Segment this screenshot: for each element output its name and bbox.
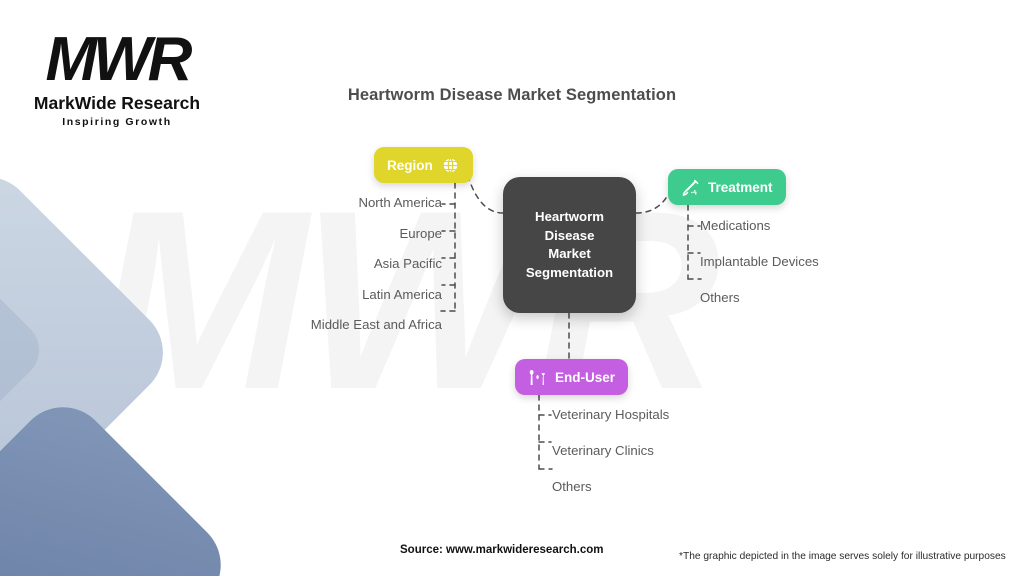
- branch-badge-treatment[interactable]: Treatment: [668, 169, 786, 205]
- logo-tagline: Inspiring Growth: [62, 116, 172, 128]
- leaf-list-treatment: Medications Implantable Devices Others: [700, 217, 819, 325]
- leaf-item[interactable]: Implantable Devices: [700, 254, 819, 269]
- leaf-item[interactable]: Others: [552, 479, 592, 494]
- logo-company-name: MarkWide Research: [33, 93, 201, 113]
- page-title: Heartworm Disease Market Segmentation: [347, 86, 677, 104]
- leaf-item[interactable]: Others: [700, 290, 740, 305]
- branch-badge-end-user[interactable]: End-User: [515, 359, 629, 395]
- center-node-label: Heartworm Disease Market Segmentation: [525, 209, 614, 280]
- leaf-item[interactable]: Latin America: [362, 286, 442, 302]
- connector-center-treatment: [635, 186, 673, 214]
- logo-mark: MWR: [45, 25, 193, 94]
- leaf-list-end-user: Veterinary Hospitals Veterinary Clinics …: [552, 406, 669, 514]
- leaf-item[interactable]: Middle East and Africa: [310, 317, 442, 332]
- leaf-item[interactable]: Veterinary Clinics: [552, 443, 654, 458]
- disclaimer-text: *The graphic depicted in the image serve…: [679, 551, 1006, 562]
- brand-logo: MWR MarkWide Research Inspiring Growth: [22, 25, 212, 129]
- branch-badge-region[interactable]: Region: [374, 147, 473, 183]
- leaf-item[interactable]: Europe: [399, 225, 442, 241]
- branch-label-treatment: Treatment: [708, 179, 773, 195]
- leaf-item[interactable]: Medications: [700, 218, 771, 233]
- source-label[interactable]: Source: www.markwideresearch.com: [400, 544, 604, 556]
- syringe-icon: [681, 178, 700, 197]
- center-node[interactable]: Heartworm Disease Market Segmentation: [503, 177, 636, 313]
- branch-label-region: Region: [387, 157, 433, 173]
- utensils-medical-icon: [528, 368, 547, 387]
- leaf-list-region: North America Europe Asia Pacific Latin …: [311, 194, 442, 347]
- leaf-item[interactable]: Asia Pacific: [373, 256, 442, 271]
- leaf-item[interactable]: North America: [358, 195, 442, 210]
- globe-icon: [441, 156, 460, 175]
- leaf-item[interactable]: Veterinary Hospitals: [552, 407, 670, 422]
- branch-label-end-user: End-User: [555, 369, 616, 385]
